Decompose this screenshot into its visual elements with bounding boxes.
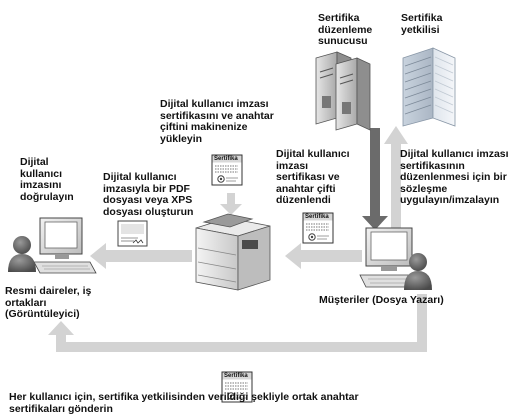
arrow-customer-to-printer: [285, 243, 362, 269]
building-icon: [402, 47, 456, 127]
arrow-customer-to-authority: [384, 126, 408, 228]
arrow-down-to-printer: [220, 193, 242, 215]
arrow-printer-to-viewer: [90, 243, 192, 269]
flow-arrows: [48, 126, 427, 352]
document-icon: [117, 220, 148, 247]
printer-icon: [195, 213, 271, 291]
server-icon: [315, 51, 371, 131]
arrow-server-to-customer: [362, 128, 388, 230]
label-footer-note: Her kullanıcı için, sertifika yetkilisin…: [9, 391, 359, 415]
arrow-return-to-viewer: [48, 294, 427, 352]
certificate-card-title: Sertifika: [305, 214, 329, 220]
computer-icon: [33, 217, 97, 274]
certificate-card-title: Sertifika: [224, 373, 248, 379]
person-icon: [404, 253, 432, 290]
person-icon: [8, 236, 36, 272]
label-customer: Müşteriler (Dosya Yazarı): [319, 294, 444, 306]
certificate-card-title: Sertifika: [214, 156, 238, 162]
